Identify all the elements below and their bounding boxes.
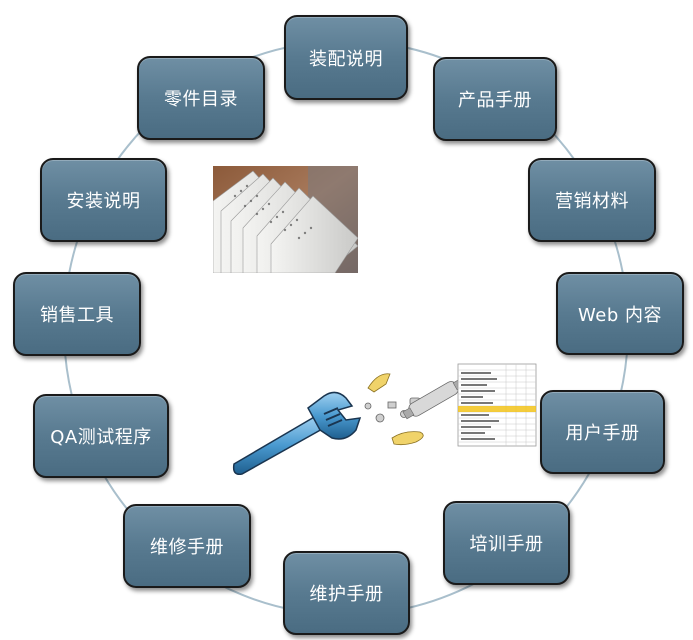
- node-label: 维护手册: [309, 584, 384, 605]
- node-label: 产品手册: [458, 90, 532, 111]
- stacked-documents-photo: [213, 166, 358, 273]
- node-label: 培训手册: [469, 534, 544, 555]
- node-label: 销售工具: [40, 305, 114, 326]
- node-repair-manual: 维修手册: [123, 504, 251, 588]
- node-web-content: Web 内容: [556, 272, 684, 355]
- node-label: 用户手册: [565, 423, 640, 444]
- node-sales-tools: 销售工具: [13, 272, 141, 356]
- node-training-manual: 培训手册: [443, 501, 570, 585]
- node-maintenance-manual: 维护手册: [283, 551, 410, 635]
- node-label: QA测试程序: [50, 427, 152, 448]
- node-installation-instructions: 安装说明: [40, 158, 167, 242]
- node-label: 安装说明: [66, 191, 141, 212]
- node-assembly-instructions: 装配说明: [284, 15, 408, 100]
- wrench-parts-spreadsheet-illustration: [228, 358, 540, 480]
- node-qa-test-procedures: QA测试程序: [33, 394, 169, 478]
- node-label: 维修手册: [150, 537, 224, 558]
- node-user-manual: 用户手册: [540, 390, 665, 474]
- node-label: 装配说明: [309, 48, 383, 70]
- node-label: 零件目录: [164, 89, 238, 110]
- node-product-manual: 产品手册: [433, 57, 557, 141]
- node-marketing-materials: 营销材料: [528, 158, 656, 242]
- node-label: 营销材料: [555, 191, 629, 212]
- node-label: Web 内容: [578, 304, 662, 326]
- node-parts-catalog: 零件目录: [137, 56, 265, 140]
